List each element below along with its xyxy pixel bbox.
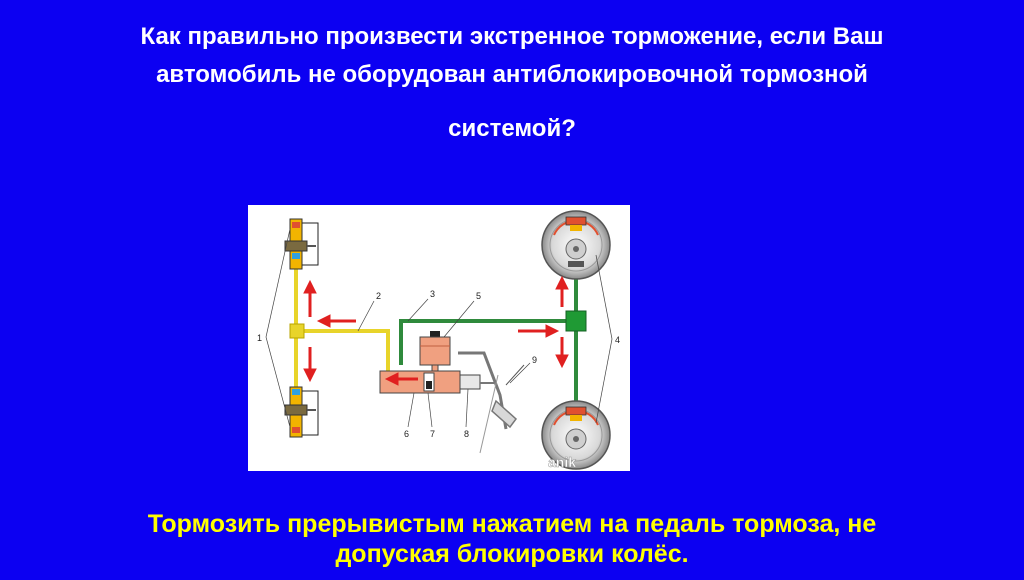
callout-7: 7: [430, 429, 435, 439]
callout-6: 6: [404, 429, 409, 439]
title-line-1: Как правильно произвести экстренное торм…: [140, 23, 884, 50]
title-line-2: автомобиль не оборудован антиблокировочн…: [156, 61, 868, 88]
callout-1: 1: [257, 333, 262, 343]
rear-drum-brake-top: [541, 210, 611, 280]
brake-pedal: [458, 351, 525, 454]
rear-drum-brake-bottom: [541, 400, 611, 470]
front-wheel-brake-top: [284, 218, 319, 270]
title-line-3: системой?: [448, 115, 576, 142]
rear-brake-distributor: [565, 310, 587, 332]
callout-3: 3: [430, 289, 435, 299]
front-brake-distributor: [289, 323, 305, 339]
front-wheel-brake-bottom: [284, 386, 319, 438]
rear-brake-circuit: [399, 263, 578, 405]
callout-leaders: [265, 228, 613, 428]
callout-8: 8: [464, 429, 469, 439]
brake-system-diagram: 1 2 3 4 5 6 7 8 9 anik: [248, 205, 630, 471]
callout-4: 4: [615, 335, 620, 345]
pressure-arrows: [303, 275, 569, 386]
master-cylinder: [379, 370, 481, 394]
callout-2: 2: [376, 291, 381, 301]
answer-line-2: допуская блокировки колёс.: [335, 540, 689, 568]
brake-fluid-reservoir: [419, 331, 451, 372]
callout-9: 9: [532, 355, 537, 365]
callout-5: 5: [476, 291, 481, 301]
watermark: anik: [548, 454, 576, 470]
answer-line-1: Тормозить прерывистым нажатием на педаль…: [147, 510, 877, 538]
